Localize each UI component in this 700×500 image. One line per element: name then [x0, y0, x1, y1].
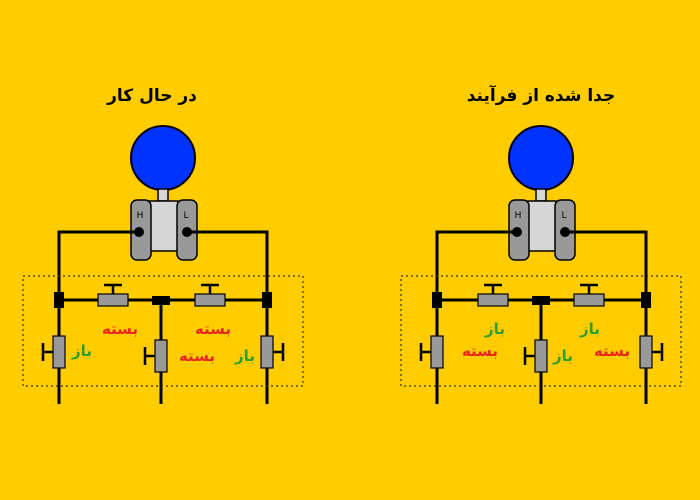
gauge-stem	[535, 188, 547, 202]
high-port-dot	[512, 227, 522, 237]
equalize-valve-left[interactable]	[97, 283, 129, 307]
left-panel: در حال کار H L	[22, 86, 304, 404]
block-valve-low[interactable]	[260, 335, 285, 369]
vent-valve[interactable]	[523, 339, 548, 373]
low-port-dot	[560, 227, 570, 237]
block-valve-low[interactable]	[639, 335, 664, 369]
junction-tee-right	[262, 292, 272, 308]
gauge-stem	[157, 188, 169, 202]
block-high-state: بسته	[462, 342, 498, 360]
equalize-left-state: بسته	[102, 320, 138, 338]
right-panel: جدا شده از فرآیند H L	[400, 84, 682, 404]
equalize-right-state: باز	[579, 320, 600, 338]
junction-tee-center	[152, 296, 170, 305]
high-impulse-line	[435, 230, 517, 300]
right-panel-title: جدا شده از فرآیند	[467, 84, 616, 106]
vent-state: بسته	[179, 347, 215, 365]
equalize-right-state: بسته	[195, 320, 231, 338]
junction-tee-center	[532, 296, 550, 305]
high-port-dot	[134, 227, 144, 237]
valve-body	[97, 293, 129, 307]
valve-body	[260, 335, 274, 369]
valve-body	[52, 335, 66, 369]
junction-tee-left	[54, 292, 64, 308]
junction-tee-right	[641, 292, 651, 308]
low-port-dot	[182, 227, 192, 237]
valve-body	[534, 339, 548, 373]
valve-body	[154, 339, 168, 373]
high-port-label: H	[137, 211, 144, 221]
manifold-boundary	[400, 275, 682, 387]
valve-body	[430, 335, 444, 369]
junction-tee-left	[432, 292, 442, 308]
block-low-state: باز	[234, 347, 255, 365]
low-port-label: L	[561, 211, 566, 221]
vent-state: باز	[552, 347, 573, 365]
valve-body	[477, 293, 509, 307]
block-high-state: باز	[71, 342, 92, 360]
low-impulse-line	[565, 230, 648, 300]
high-impulse-line	[57, 230, 139, 300]
pressure-gauge-dial	[130, 125, 196, 191]
pressure-gauge-dial	[508, 125, 574, 191]
equalize-left-state: باز	[484, 320, 505, 338]
left-panel-title: در حال کار	[106, 86, 197, 106]
block-low-state: بسته	[594, 342, 630, 360]
valve-body	[573, 293, 605, 307]
block-valve-high[interactable]	[419, 335, 444, 369]
transmitter-body	[526, 200, 557, 252]
low-port-label: L	[183, 211, 188, 221]
transmitter-body	[148, 200, 179, 252]
equalize-valve-right[interactable]	[573, 283, 605, 307]
valve-body	[639, 335, 653, 369]
high-port-label: H	[515, 211, 522, 221]
equalize-valve-right[interactable]	[194, 283, 226, 307]
manifold-boundary	[22, 275, 304, 387]
valve-body	[194, 293, 226, 307]
equalize-valve-left[interactable]	[477, 283, 509, 307]
vent-valve[interactable]	[143, 339, 168, 373]
low-impulse-line	[187, 230, 269, 300]
block-valve-high[interactable]	[41, 335, 66, 369]
